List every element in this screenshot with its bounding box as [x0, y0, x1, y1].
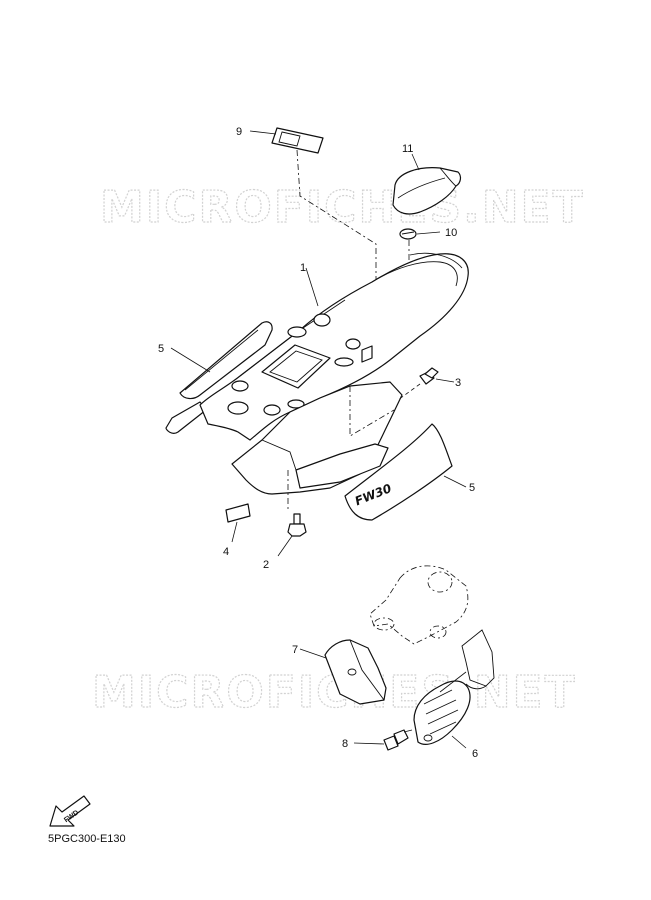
leader-3 — [435, 378, 455, 383]
part-1-rear-fender — [199, 252, 469, 512]
part-5-left-cover — [165, 321, 273, 434]
diagram-code: 5PGC300-E130 — [48, 833, 126, 845]
leader-2 — [277, 535, 293, 557]
callout-8: 8 — [342, 738, 348, 750]
leader-6-up — [439, 671, 467, 693]
leader-11 — [411, 153, 420, 171]
dash-9-to-1 — [296, 149, 377, 282]
callout-11: 11 — [402, 143, 413, 155]
leader-5-left — [170, 347, 211, 373]
callout-3: 3 — [455, 377, 461, 389]
callout-1: 1 — [300, 262, 306, 274]
leader-10 — [416, 231, 441, 235]
part-6-guard — [413, 680, 471, 745]
frame-outline — [369, 565, 495, 690]
callout-10: 10 — [445, 227, 457, 239]
leader-9 — [249, 130, 277, 135]
callout-2: 2 — [263, 559, 269, 571]
part-2-bolt — [287, 513, 307, 537]
leader-4 — [231, 521, 238, 543]
part-4-pad — [225, 503, 251, 523]
callout-9: 9 — [236, 126, 242, 138]
callout-5-left: 5 — [158, 343, 164, 355]
callout-7: 7 — [292, 644, 298, 656]
callout-4: 4 — [223, 546, 229, 558]
part-7-bracket — [324, 639, 387, 705]
watermark-top: MICROFICHES.NET — [100, 182, 585, 233]
dash-3 — [397, 383, 421, 401]
part-10-emblem — [399, 228, 417, 240]
leader-7 — [299, 648, 327, 659]
leader-1 — [305, 267, 319, 307]
part-9-label — [271, 127, 324, 154]
part-8-bolt — [383, 729, 413, 751]
leader-8 — [353, 742, 385, 745]
leader-5-right — [443, 475, 467, 488]
callout-5-right: 5 — [469, 482, 475, 494]
leader-6 — [451, 735, 467, 749]
part-11-pad — [392, 167, 462, 215]
callout-6: 6 — [472, 748, 478, 760]
fwd-arrow-icon: FWD — [49, 795, 91, 827]
part-5-right-decal: FW30 — [344, 423, 453, 521]
part-3-bolt — [419, 367, 439, 385]
